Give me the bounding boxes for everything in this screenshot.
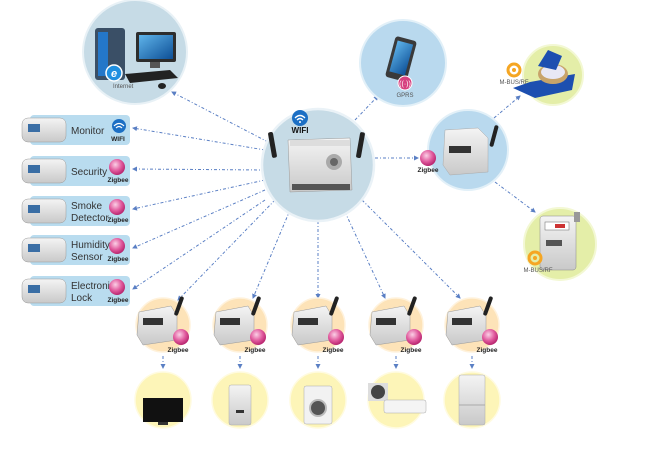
gprs-node[interactable]: ((·)) GPRS: [359, 19, 447, 107]
washing-machine-icon: [303, 385, 333, 425]
device-protocol: Zigbee: [108, 217, 129, 224]
module-protocol: Zigbee: [401, 347, 422, 354]
device-protocol: Zigbee: [108, 256, 129, 263]
device-label: Detector: [71, 213, 109, 224]
mbus-rf-icon: [527, 250, 543, 266]
zigbee-icon: [109, 199, 125, 215]
device-label: Electronic: [71, 281, 115, 292]
zigbee-icon: [406, 329, 422, 345]
connector-hub-module-1: [177, 199, 276, 301]
zigbee-icon: [420, 150, 436, 166]
connector-gprs: [354, 95, 379, 121]
zigbee-icon: [109, 279, 125, 295]
alarm-panel-icon: [21, 158, 67, 184]
device-label: Humidity: [71, 240, 110, 251]
smoke-detector-icon: [21, 198, 67, 224]
connector-hub-module-4: [344, 211, 386, 299]
din-rail-module-icon: [369, 296, 417, 346]
zigbee-module-3[interactable]: Zigbee: [290, 296, 346, 354]
zigbee-icon: [109, 159, 125, 175]
gprs-label: GPRS: [396, 93, 413, 99]
appliance-television[interactable]: [134, 371, 192, 429]
connector-side-0: [132, 126, 266, 151]
side-device-list: MonitorWIFISecurityZigbeeSmokeDetectorZi…: [21, 115, 130, 306]
gas-meter-node[interactable]: M-BUS/RF: [523, 207, 597, 281]
smartphone-icon: [385, 36, 417, 82]
television-icon: [143, 398, 183, 425]
zigbee-icon: [482, 329, 498, 345]
svg-text:e: e: [111, 68, 117, 80]
zigbee-module-2[interactable]: Zigbee: [212, 296, 268, 354]
din-rail-module-icon: [213, 296, 261, 346]
door-lock-icon: [21, 278, 67, 304]
security-camera-icon: [21, 117, 67, 143]
humidity-sensor-icon: [21, 237, 67, 263]
zigbee-icon: [173, 329, 189, 345]
ie-icon: [105, 64, 123, 82]
connector-side-2: [132, 179, 266, 211]
connector-gas-meter: [494, 181, 536, 213]
internet-label: Internet: [113, 84, 134, 90]
mbus-rf-icon: [506, 62, 522, 78]
water-meter-icon: [513, 50, 575, 98]
device-protocol: WIFI: [111, 136, 125, 143]
connector-internet: [171, 91, 269, 143]
device-label: Smoke: [71, 201, 103, 212]
zigbee-icon: [250, 329, 266, 345]
gateway-controller-icon: [268, 131, 365, 193]
zigbee-module-4[interactable]: Zigbee: [368, 296, 424, 354]
refrigerator-icon: [458, 374, 486, 426]
desktop-computer-icon: [95, 28, 178, 89]
wifi-icon: [112, 119, 126, 133]
din-rail-module-icon: [445, 296, 493, 346]
din-rail-meter-icon: [442, 125, 499, 176]
connector-side-1: [132, 166, 266, 172]
module-protocol: Zigbee: [168, 347, 189, 354]
hub-badge: WIFI: [292, 126, 309, 135]
connector-side-4: [132, 199, 266, 290]
internet-node[interactable]: e Internet: [82, 0, 188, 105]
zigbee-icon: [109, 238, 125, 254]
zigbee-module-1[interactable]: Zigbee: [135, 296, 191, 354]
device-label: Monitor: [71, 126, 105, 137]
gateway-hub[interactable]: WIFI: [260, 107, 376, 223]
water-heater-icon: [228, 384, 252, 426]
air-conditioner-icon: [368, 383, 427, 414]
device-protocol: Zigbee: [108, 297, 129, 304]
connector-hub-module-2: [252, 209, 291, 299]
connector-side-3: [132, 189, 266, 249]
wifi-icon: [292, 110, 308, 126]
appliance-air-conditioner[interactable]: [367, 371, 427, 429]
water-meter-node[interactable]: M-BUS/RF: [500, 44, 584, 106]
bottom-module-list: Zigbee Zigbee Zigbee Zigbee Zigbee: [134, 296, 501, 429]
antenna-icon: [397, 75, 413, 91]
water-meter-protocol: M-BUS/RF: [500, 80, 529, 86]
svg-text:((·)): ((·)): [399, 81, 411, 88]
gas-meter-icon: [539, 212, 580, 271]
connector-water-meter: [493, 95, 521, 119]
connector-hub-module-5: [361, 199, 461, 299]
meter-relay-protocol: Zigbee: [418, 167, 439, 174]
zigbee-module-5[interactable]: Zigbee: [444, 296, 500, 354]
module-protocol: Zigbee: [245, 347, 266, 354]
device-label: Security: [71, 167, 107, 178]
zigbee-icon: [328, 329, 344, 345]
module-protocol: Zigbee: [323, 347, 344, 354]
module-protocol: Zigbee: [477, 347, 498, 354]
gas-meter-protocol: M-BUS/RF: [524, 268, 553, 274]
device-protocol: Zigbee: [108, 177, 129, 184]
appliance-water-heater[interactable]: [211, 371, 269, 429]
appliance-refrigerator[interactable]: [443, 371, 501, 429]
device-label: Lock: [71, 293, 93, 304]
appliance-washing-machine[interactable]: [289, 371, 347, 429]
meter-relay-node[interactable]: Zigbee: [418, 109, 509, 191]
device-label: Sensor: [71, 252, 103, 263]
connectors: [132, 91, 536, 369]
